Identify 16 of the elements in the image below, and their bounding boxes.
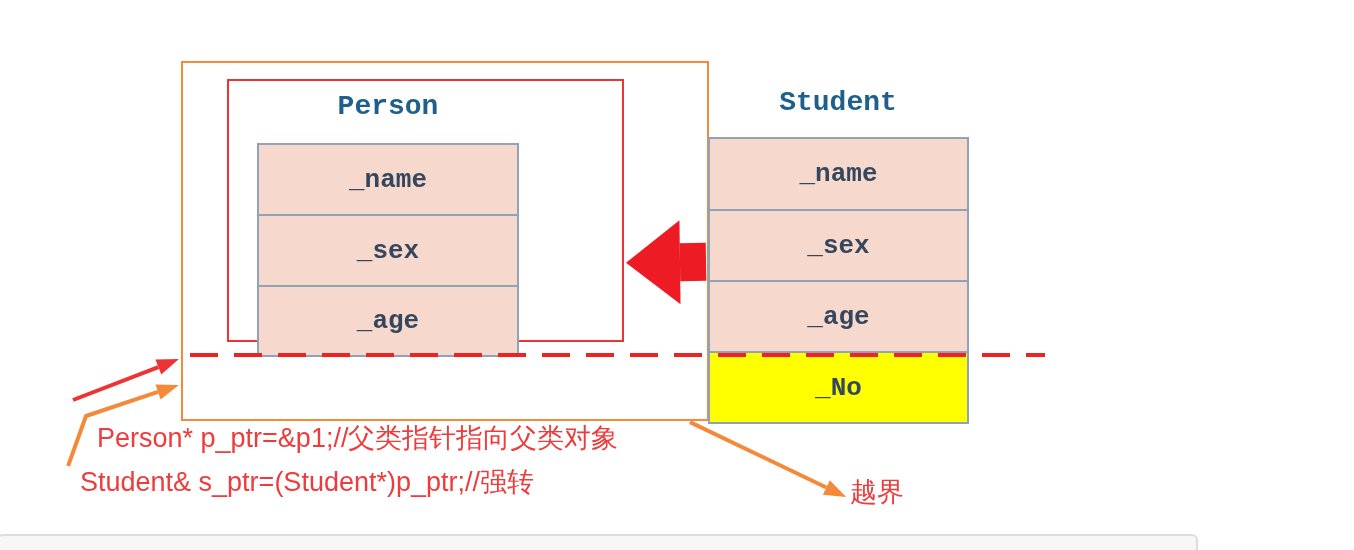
highlight-frame	[181, 61, 709, 421]
field-cell: _age	[708, 280, 969, 353]
class-name: Person	[336, 91, 440, 122]
field-cell: _sex	[708, 209, 969, 282]
field-cell: _name	[708, 137, 969, 211]
arrow	[626, 220, 707, 305]
class-name: Student	[778, 87, 898, 118]
field-cell: _No	[708, 351, 969, 424]
arrow	[66, 384, 179, 467]
arrow	[72, 359, 179, 402]
highlight-box	[227, 79, 624, 342]
arrow	[689, 420, 847, 498]
annotation-text: Person* p_ptr=&p1;//父类指针指向父类对象	[97, 423, 619, 453]
field-cell: _name	[257, 143, 519, 216]
field-cell: _sex	[257, 214, 519, 287]
field-cell: _age	[257, 285, 519, 357]
